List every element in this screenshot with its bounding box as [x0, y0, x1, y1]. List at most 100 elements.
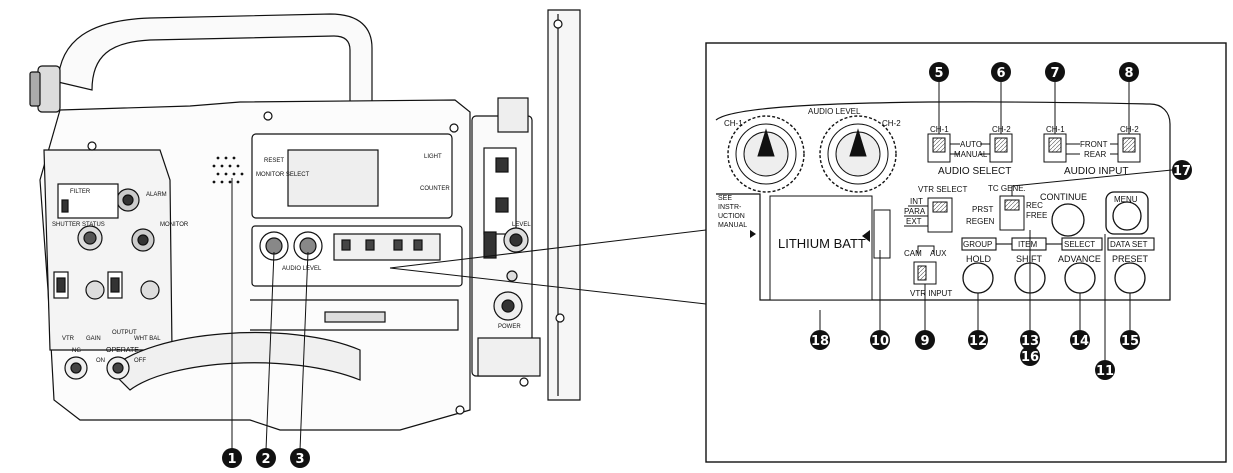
label-free: FREE	[1026, 211, 1047, 220]
label-menu: MENU	[1114, 195, 1138, 204]
callouts: 1 2 3 5 6 7 8 17 18 10 9 12 13 16 14 11 …	[222, 62, 1192, 468]
label-wht-bal: WHT BAL	[134, 336, 161, 342]
panel-buttons	[962, 191, 1149, 294]
label-tc-gene: TC GENE.	[988, 184, 1026, 193]
label-ch2: CH-2	[882, 119, 901, 128]
label-auto: AUTO	[960, 140, 982, 149]
svg-text:16: 16	[1021, 350, 1039, 365]
callout-2: 2	[256, 448, 276, 468]
label-ch1: CH-1	[724, 119, 743, 128]
label-off: OFF	[134, 358, 146, 364]
callout-14: 14	[1070, 330, 1090, 350]
label-audio-level: AUDIO LEVEL	[808, 107, 861, 116]
svg-text:15: 15	[1121, 334, 1139, 349]
continue-button[interactable]	[1051, 203, 1085, 237]
callout-7: 7	[1045, 62, 1065, 82]
label-audio-select: AUDIO SELECT	[938, 166, 1011, 177]
camera-handle	[57, 13, 373, 113]
audio-level-knobs	[727, 115, 897, 193]
label-para: PARA	[904, 207, 926, 216]
camera-leader-lines	[231, 178, 707, 451]
label-as-ch2: CH-2	[992, 125, 1011, 134]
label-see-3: UCTION	[718, 213, 745, 220]
audio-input-switches	[1043, 133, 1141, 163]
camera-labels: FILTER SHUTTER STATUS ALARM MONITOR LIGH…	[52, 154, 531, 364]
label-select: SELECT	[1064, 240, 1095, 249]
callout-16: 16	[1020, 346, 1040, 366]
svg-text:10: 10	[871, 334, 889, 349]
label-audio-input: AUDIO INPUT	[1064, 166, 1128, 177]
svg-text:1: 1	[227, 452, 236, 467]
label-vtr-select: VTR SELECT	[918, 185, 967, 194]
label-monitor-select: MONITOR SELECT	[256, 172, 310, 178]
advance-button[interactable]	[1064, 262, 1096, 294]
svg-text:7: 7	[1050, 66, 1059, 81]
label-see-2: INSTR-	[718, 204, 742, 211]
label-rear: REAR	[1084, 150, 1106, 159]
svg-text:6: 6	[996, 66, 1005, 81]
callout-15: 15	[1120, 330, 1140, 350]
label-see-1: SEE	[718, 195, 732, 202]
label-gain: GAIN	[86, 336, 101, 342]
label-int: INT	[910, 197, 923, 206]
label-filter: FILTER	[70, 189, 91, 195]
svg-text:5: 5	[934, 66, 943, 81]
preset-button[interactable]	[1114, 262, 1146, 294]
label-ai-ch2: CH-2	[1120, 125, 1139, 134]
callout-3: 3	[290, 448, 310, 468]
callout-8: 8	[1119, 62, 1139, 82]
callout-12: 12	[968, 330, 988, 350]
svg-text:2: 2	[261, 452, 270, 467]
viewfinder-arm	[547, 9, 581, 401]
label-audio-level-small: AUDIO LEVEL	[282, 266, 322, 272]
label-reset: RESET	[264, 158, 284, 164]
svg-text:17: 17	[1173, 164, 1191, 179]
callout-6: 6	[991, 62, 1011, 82]
ch1-knob-outer	[727, 115, 805, 193]
callout-5: 5	[929, 62, 949, 82]
label-group: GROUP	[963, 240, 992, 249]
svg-text:18: 18	[811, 334, 829, 349]
callout-13: 13	[1020, 330, 1040, 350]
svg-text:11: 11	[1096, 364, 1114, 379]
svg-text:13: 13	[1021, 334, 1039, 349]
svg-text:9: 9	[920, 334, 929, 349]
label-aux: AUX	[930, 249, 947, 258]
callout-9: 9	[915, 330, 935, 350]
label-vtr-input: VTR INPUT	[910, 289, 952, 298]
label-continue: CONTINUE	[1040, 192, 1087, 202]
label-hold: HOLD	[966, 254, 992, 264]
svg-text:12: 12	[969, 334, 987, 349]
label-rec: REC	[1026, 201, 1043, 210]
label-regen: REGEN	[966, 217, 995, 226]
speaker-grille	[212, 156, 244, 184]
callout-1: 1	[222, 448, 242, 468]
label-prst: PRST	[972, 205, 993, 214]
svg-text:8: 8	[1124, 66, 1133, 81]
hold-button[interactable]	[962, 262, 994, 294]
callout-17: 17	[1172, 160, 1192, 180]
label-output: OUTPUT	[112, 330, 137, 336]
callout-18: 18	[810, 330, 830, 350]
label-light: LIGHT	[424, 154, 442, 160]
panel-leader-lines	[819, 82, 1173, 360]
label-operate: OPERATE	[106, 347, 139, 354]
lower-grip	[109, 331, 361, 391]
label-shift: SHIFT	[1016, 254, 1043, 264]
callout-10: 10	[870, 330, 890, 350]
ch2-knob-outer	[819, 115, 897, 193]
label-lithium-batt: LITHIUM BATT	[778, 236, 866, 251]
label-ng: NG	[72, 348, 81, 354]
menu-button[interactable]	[1112, 201, 1142, 231]
battery-door	[873, 209, 891, 259]
label-advance: ADVANCE	[1058, 254, 1101, 264]
label-front: FRONT	[1080, 140, 1108, 149]
label-item: ITEM	[1018, 240, 1037, 249]
label-as-ch1: CH-1	[930, 125, 949, 134]
eyepiece	[37, 65, 61, 113]
label-ext: EXT	[906, 217, 922, 226]
callout-11: 11	[1095, 360, 1115, 380]
label-vtr: VTR	[62, 336, 75, 342]
label-preset: PRESET	[1112, 254, 1149, 264]
panel-labels: AUDIO LEVEL CH-1 CH-2 CH-1 CH-2 AUTO MAN…	[718, 107, 1149, 298]
